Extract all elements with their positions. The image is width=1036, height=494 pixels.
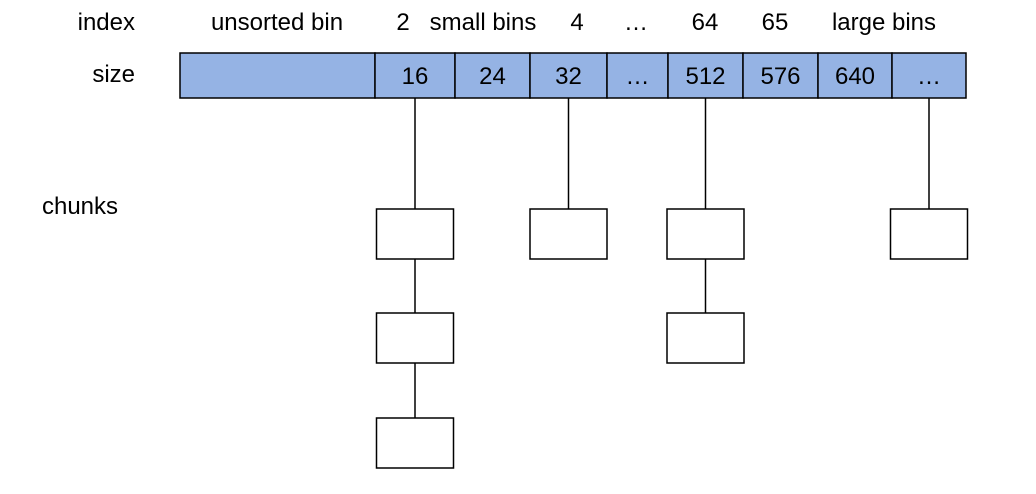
- chunk-box: [529, 208, 608, 260]
- bin-cell: [891, 52, 967, 99]
- index-ellipsis-label: …: [624, 9, 648, 36]
- chunk-box: [666, 208, 745, 260]
- index-row-label: index: [78, 9, 135, 36]
- size-row-label: size: [92, 61, 135, 88]
- bin-size-label: 576: [760, 63, 800, 90]
- index-2-label: 2: [396, 9, 409, 36]
- unsorted-bin-label: unsorted bin: [211, 9, 343, 36]
- bin-size-label: 512: [685, 63, 725, 90]
- bin-cell: [179, 52, 376, 99]
- chunk-box: [375, 417, 455, 469]
- bin-size-label: …: [917, 63, 941, 90]
- chunk-box: [375, 208, 455, 260]
- index-64-label: 64: [692, 9, 719, 36]
- chunk-box: [666, 312, 745, 364]
- small-bins-label: small bins: [430, 9, 537, 36]
- chunk-box: [889, 208, 969, 260]
- chunk-boxes: [375, 208, 969, 469]
- bins-row: 16 24 32 … 512 576 640 …: [179, 52, 967, 99]
- bin-size-label: 24: [479, 63, 506, 90]
- chunks-row-label: chunks: [42, 193, 118, 220]
- bin-cell: [454, 52, 531, 99]
- bin-size-label: 640: [835, 63, 875, 90]
- bin-size-label: 16: [402, 63, 429, 90]
- bin-size-label: …: [626, 63, 650, 90]
- chunk-box: [375, 312, 455, 364]
- bin-size-label: 32: [555, 63, 582, 90]
- index-4-label: 4: [570, 9, 583, 36]
- index-65-label: 65: [762, 9, 789, 36]
- bin-cell: [817, 52, 893, 99]
- bin-cell: [742, 52, 819, 99]
- chunk-links: [414, 98, 930, 418]
- large-bins-label: large bins: [832, 9, 936, 36]
- bin-cell: [374, 52, 456, 99]
